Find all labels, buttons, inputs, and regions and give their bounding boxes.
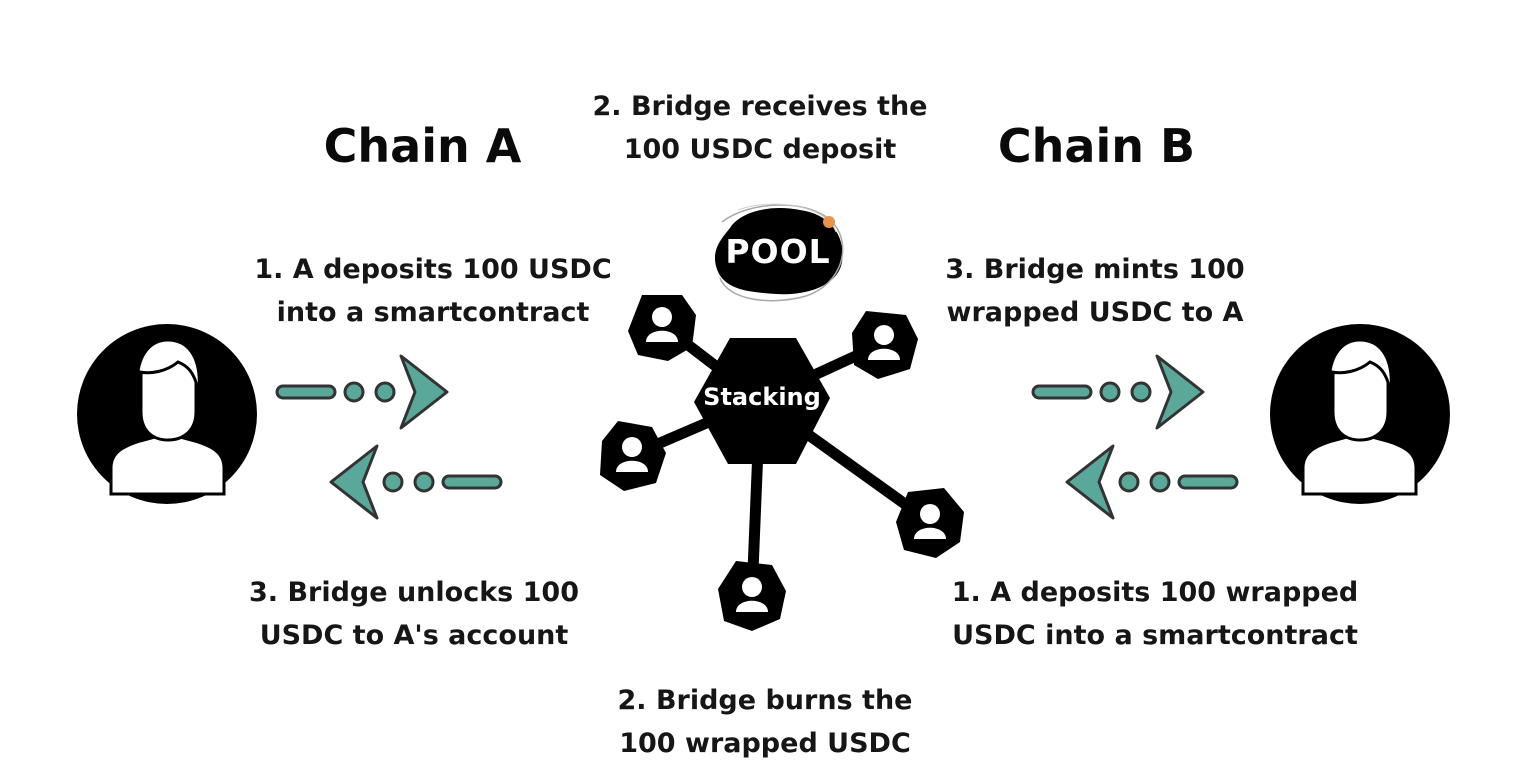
chain-b-mint-label: 3. Bridge mints 100 wrapped USDC to A [930, 248, 1260, 334]
pool-blob-icon [714, 203, 844, 302]
network-node-icon [896, 488, 964, 558]
user-a-avatar-icon [77, 324, 257, 504]
chain-b-title: Chain B [997, 119, 1196, 173]
bridge-burn-label: 2. Bridge burns the 100 wrapped USDC [590, 679, 940, 765]
pool-label: POOL [725, 232, 831, 271]
bridge-receive-line1: 2. Bridge receives the [592, 91, 928, 122]
bridge-burn-line1: 2. Bridge burns the [617, 685, 913, 716]
network-node-icon [718, 561, 786, 631]
chain-b-deposit-line1: 1. A deposits 100 wrapped [951, 577, 1359, 608]
arrow-left-chain-b-icon [1067, 446, 1237, 518]
user-b-avatar-icon [1270, 324, 1450, 504]
chain-b-deposit-label: 1. A deposits 100 wrapped USDC into a sm… [940, 571, 1370, 657]
bridge-receive-line2: 100 USDC deposit [623, 134, 897, 165]
chain-a-deposit-label: 1. A deposits 100 USDC into a smartcontr… [236, 248, 630, 334]
chain-b-mint-line1: 3. Bridge mints 100 [945, 254, 1245, 285]
arrow-right-chain-b-icon [1031, 354, 1205, 430]
chain-a-deposit-line1: 1. A deposits 100 USDC [254, 254, 612, 285]
arrow-right-chain-a-icon [275, 354, 449, 430]
chain-a-unlock-line1: 3. Bridge unlocks 100 [249, 577, 579, 608]
stacking-hub-label: Stacking [703, 383, 821, 411]
network-node-icon [852, 311, 918, 379]
chain-a-title: Chain A [323, 119, 522, 173]
network-node-icon [600, 421, 666, 491]
chain-a-unlock-label: 3. Bridge unlocks 100 USDC to A's accoun… [244, 571, 584, 657]
chain-a-deposit-line2: into a smartcontract [276, 297, 590, 328]
network-node-icon [628, 295, 696, 361]
arrow-left-chain-a-icon [331, 446, 501, 518]
chain-b-mint-line2: wrapped USDC to A [946, 297, 1244, 328]
chain-b-deposit-line2: USDC into a smartcontract [952, 620, 1358, 651]
stacking-hub-shape [694, 338, 830, 464]
bridge-receive-label: 2. Bridge receives the 100 USDC deposit [580, 85, 940, 171]
chain-a-unlock-line2: USDC to A's account [259, 620, 569, 651]
bridge-burn-line2: 100 wrapped USDC [619, 728, 911, 759]
